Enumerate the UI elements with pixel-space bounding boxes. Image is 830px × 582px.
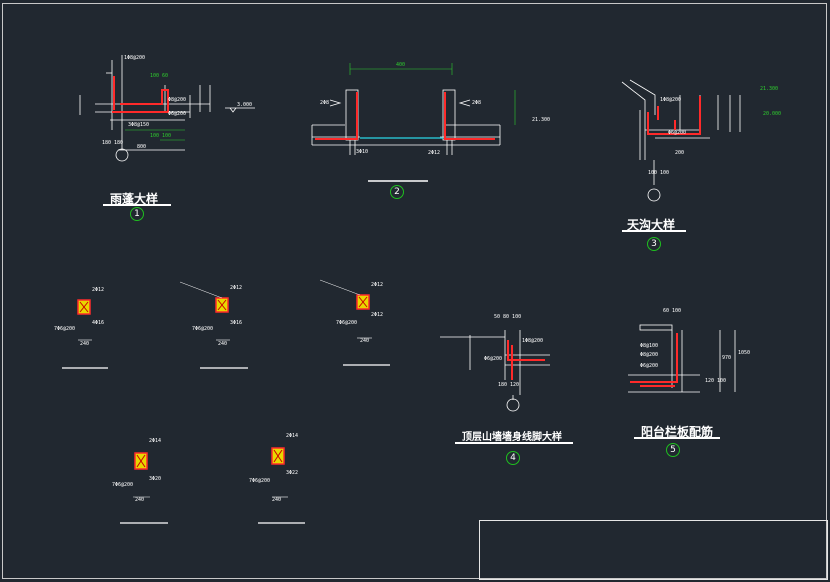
d3-label-c: 21.300: [760, 86, 779, 92]
d3-label-e: 100 100: [648, 170, 670, 176]
d1-label-b: Φ8@200: [168, 97, 187, 103]
d1-label-f: 180 180: [102, 140, 124, 146]
s4-label-a: 2Φ14: [149, 438, 162, 444]
d5-label-e: 1050: [738, 350, 751, 356]
detail-2-dims: [349, 63, 516, 125]
d2-label-b1: 3Φ10: [356, 149, 369, 155]
d5-label-c: Φ8@200: [640, 352, 659, 358]
d4-label-a: 50 80 100: [494, 314, 522, 320]
s5-label-b: 3Φ22: [286, 470, 299, 476]
detail-1-title: 雨蓬大样: [110, 192, 159, 206]
d1-label-g: 800: [137, 144, 147, 150]
detail-2-number[interactable]: 2: [390, 185, 404, 199]
s4-label-b: 3Φ20: [149, 476, 162, 482]
detail-5-rebar: [630, 333, 678, 387]
d5-label-f: 970: [722, 355, 732, 361]
d5-label-a: 60 100: [663, 308, 682, 314]
d1-label-d: 3Φ8@150: [128, 122, 150, 128]
s3-label-c: 7Φ6@200: [336, 320, 358, 326]
d5-label-b: Φ8@100: [640, 343, 659, 349]
s1-label-b: 4Φ16: [92, 320, 105, 326]
d3-label-f: 200: [675, 150, 685, 156]
s4-label-c: 7Φ6@200: [112, 482, 134, 488]
detail-1-title-underline: [103, 204, 171, 206]
d1-label-elev: 3.000: [237, 102, 253, 108]
detail-4-number[interactable]: 4: [506, 451, 520, 465]
d2-label-l2: 2Φ8: [472, 100, 482, 106]
s3-label-d: 240: [360, 338, 370, 344]
section-s5: [258, 447, 305, 524]
d2-label-el: 21.300: [532, 117, 551, 123]
d4-label-b: 1Φ8@200: [522, 338, 544, 344]
d1-label-c: Φ6@200: [168, 111, 187, 117]
detail-5-title: 阳台栏板配筋: [641, 425, 714, 439]
detail-3-rebar: [647, 96, 701, 135]
detail-4-title-underline: [455, 442, 573, 444]
s1-label-a: 2Φ12: [92, 287, 105, 293]
d5-label-d: Φ6@200: [640, 363, 659, 369]
d3-label-d: 20.000: [763, 111, 782, 117]
d1-label-a: 100 60: [150, 73, 169, 79]
d3-label-a: 1Φ8@200: [660, 97, 682, 103]
detail-5-number[interactable]: 5: [666, 443, 680, 457]
s2-label-a: 2Φ12: [230, 285, 243, 291]
d2-label-dim: 400: [396, 62, 406, 68]
section-s3: [319, 279, 390, 366]
s1-label-c: 7Φ6@200: [54, 326, 76, 332]
d2-label-l1: 2Φ8: [320, 100, 330, 106]
section-s4: [120, 452, 168, 524]
s2-label-b: 3Φ16: [230, 320, 243, 326]
section-s2: [179, 281, 248, 369]
detail-1-number[interactable]: 1: [130, 207, 144, 221]
detail-1-dims: [125, 129, 185, 141]
s5-label-d: 240: [272, 497, 282, 503]
s4-label-d: 240: [135, 497, 145, 503]
s5-label-a: 2Φ14: [286, 433, 299, 439]
detail-2-rebar: [315, 92, 495, 140]
detail-3-number[interactable]: 3: [647, 237, 661, 251]
detail-3-drawing: [621, 79, 741, 202]
d5-label-g: 120 100: [705, 378, 727, 384]
section-s1: [62, 299, 108, 369]
detail-4-title: 顶层山墙墙身线脚大样: [462, 432, 562, 443]
detail-3-title-underline: [622, 230, 686, 232]
drawing-frame: [2, 3, 827, 579]
detail-5-title-underline: [634, 437, 720, 439]
d1-label-e: 100 100: [150, 133, 172, 139]
d1-label-top: 1Φ8@200: [124, 55, 146, 61]
s2-label-d: 240: [218, 341, 228, 347]
s2-label-c: 7Φ6@200: [192, 326, 214, 332]
d3-label-b: Φ6@200: [668, 130, 687, 136]
d4-label-d: 180 120: [498, 382, 520, 388]
s1-label-d: 240: [80, 341, 90, 347]
d4-label-c: Φ6@200: [484, 356, 503, 362]
s3-label-a: 2Φ12: [371, 282, 384, 288]
s3-label-b: 2Φ12: [371, 312, 384, 318]
title-block: [479, 520, 828, 580]
d2-label-b2: 2Φ12: [428, 150, 441, 156]
detail-1-rebar: [112, 76, 169, 113]
detail-3-title: 天沟大样: [627, 218, 676, 232]
detail-5-drawing: [628, 324, 736, 393]
s5-label-c: 7Φ6@200: [249, 478, 271, 484]
detail-4-rebar: [507, 340, 545, 380]
